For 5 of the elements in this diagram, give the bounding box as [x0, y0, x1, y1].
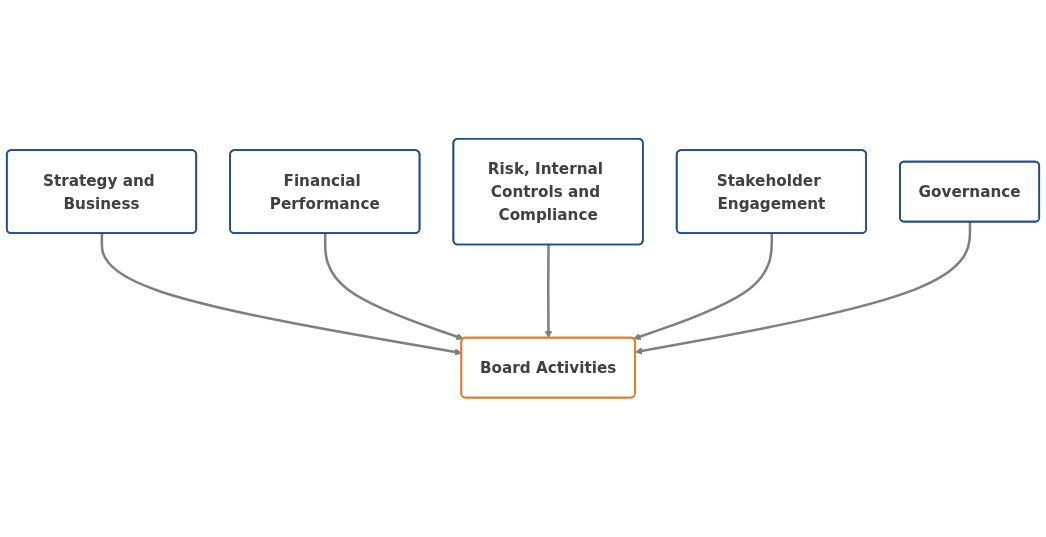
- arrow: [635, 222, 972, 355]
- arrow: [544, 245, 553, 339]
- arrow: [100, 233, 463, 356]
- arrow: [323, 233, 464, 341]
- arrow: [633, 233, 774, 341]
